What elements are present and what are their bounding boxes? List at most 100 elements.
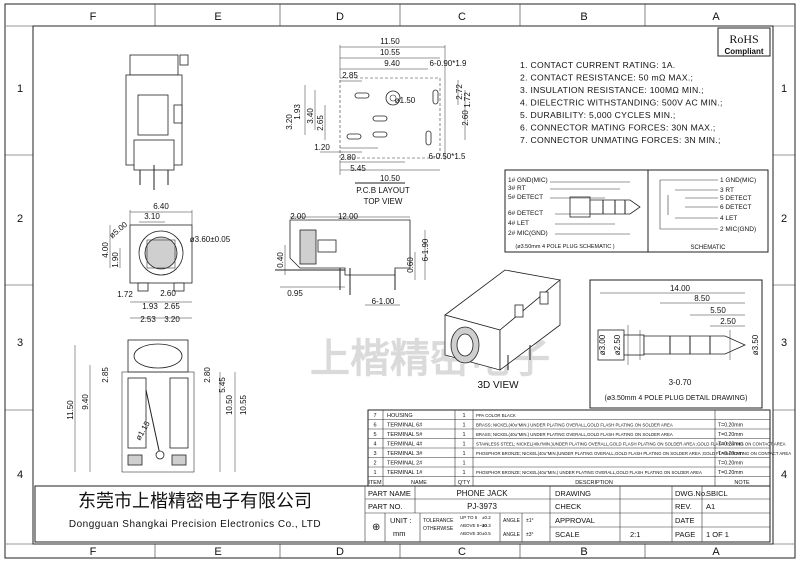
zone-letter: E xyxy=(214,11,221,23)
dimension-label: 2.85 xyxy=(342,71,358,80)
dimension-label: 1.93 xyxy=(293,104,302,120)
zone-number: 4 xyxy=(17,469,23,481)
spec-line: 4. DIELECTRIC WITHSTANDING: 500V AC MIN.… xyxy=(520,98,723,108)
schematic-panel xyxy=(504,169,769,253)
bom-header-name: NAME xyxy=(411,480,427,486)
zone-letter: C xyxy=(458,546,466,558)
zone-number: 2 xyxy=(17,213,23,225)
dimension-label: 1.72 xyxy=(117,290,133,299)
bom-part-name: TERMINAL 1# xyxy=(387,470,423,476)
bom-description: BRASS; NICKEL(40u"MIN.) UNDER PLATING OV… xyxy=(476,432,673,437)
plug-pin-label: 3# RT xyxy=(508,185,526,192)
bom-note: T=0.20mm xyxy=(718,442,743,448)
projection-icon: ⊕ xyxy=(372,522,380,533)
company-name-en: Dongguan Shangkai Precision Electronics … xyxy=(69,519,321,530)
zone-ruler-top xyxy=(6,4,794,27)
part-name-label: PART NAME xyxy=(368,489,411,498)
bom-item-no: 1 xyxy=(373,470,376,476)
dimension-label: 6-1.90 xyxy=(421,238,430,261)
dwg-no-label: DWG.No. xyxy=(675,489,707,498)
pcb-layout-label: P.C.B LAYOUT xyxy=(356,186,410,195)
company-name-cn: 东莞市上楷精密电子有限公司 xyxy=(78,491,312,511)
dwg-no-value: SBICL xyxy=(706,489,728,498)
bom-part-name: TERMINAL 6# xyxy=(387,423,423,429)
dimension-label: ø2.50 xyxy=(613,334,622,355)
bom-qty: 1 xyxy=(462,413,465,419)
rev-value: A1 xyxy=(706,502,715,511)
dimension-label: 10.50 xyxy=(225,394,234,415)
dimension-label: 5.45 xyxy=(350,164,366,173)
dimension-label: 6-0.90*1.9 xyxy=(430,59,467,68)
dimension-label: 2.80 xyxy=(340,153,356,162)
dimension-label: 0.95 xyxy=(287,289,303,298)
dimension-label: ø5.00 xyxy=(108,220,130,240)
dimension-label: ø3.00 xyxy=(598,334,607,355)
tol-val-2: ±0.3 xyxy=(482,523,491,528)
bom-note: T=0.20mm xyxy=(718,470,743,476)
dimension-label: 3.20 xyxy=(164,315,180,324)
angle-val-2: ±3° xyxy=(526,532,534,538)
part-no-label: PART NO. xyxy=(368,502,403,511)
bom-part-name: TERMINAL 5# xyxy=(387,432,423,438)
bom-qty: 1 xyxy=(462,442,465,448)
tol-row-3: ABOVE 30 xyxy=(460,531,482,536)
dimension-label: 10.50 xyxy=(380,174,401,183)
bom-qty: 1 xyxy=(462,423,465,429)
left-side-view xyxy=(125,54,189,190)
dimension-label: 2.65 xyxy=(164,302,180,311)
zone-ruler-bottom xyxy=(6,543,794,558)
jack-pin-label: 6 DETECT xyxy=(720,204,751,211)
3d-view-label: 3D VIEW xyxy=(477,380,519,391)
dimension-label: 0.60 xyxy=(406,257,415,273)
dimension-label: 6-0.50*1.5 xyxy=(429,152,466,161)
plug-pin-label: 5# DETECT xyxy=(508,194,543,201)
otherwise-label: OTHERWISE xyxy=(423,526,454,532)
zone-number: 1 xyxy=(17,83,23,95)
spec-line: 1. CONTACT CURRENT RATING: 1A. xyxy=(520,60,675,70)
page-label: PAGE xyxy=(675,530,695,539)
part-name-value: PHONE JACK xyxy=(456,489,508,498)
bom-header-note: NOTE xyxy=(734,480,750,486)
bom-part-name: HOUSING xyxy=(387,413,413,419)
dimension-label: 10.55 xyxy=(380,48,401,57)
zone-number: 3 xyxy=(781,337,787,349)
dimension-label: 9.40 xyxy=(81,394,90,410)
plug-pin-label: 6# DETECT xyxy=(508,210,543,217)
plug-pin-label: 1# GND(MIC) xyxy=(508,177,548,184)
approval-label: APPROVAL xyxy=(555,516,595,525)
dimension-label: 4.00 xyxy=(101,242,110,258)
dimension-label: 2.80 xyxy=(203,367,212,383)
bom-header-desc: DESCRIPTION xyxy=(575,480,613,486)
3d-view xyxy=(444,269,561,371)
angle-label-2: ANGLE xyxy=(503,532,521,538)
jack-pin-label: 2 MIC(GND) xyxy=(720,226,756,233)
dimension-label: ø3.60±0.05 xyxy=(190,235,231,244)
bottom-view xyxy=(74,339,236,473)
dimension-label: ø3.50 xyxy=(751,334,760,355)
bom-header-qty: Q'TY xyxy=(458,480,471,486)
bom-item-no: 3 xyxy=(373,451,376,457)
dimension-label: 2.60 xyxy=(160,289,176,298)
jack-pin-label: 4 LET xyxy=(720,215,737,222)
zone-ruler-sides xyxy=(5,154,795,411)
plug-pin-label: 2# MIC(GND) xyxy=(508,230,548,237)
zone-letter: E xyxy=(214,546,221,558)
bom-description: BRASS; NICKEL(40u"MIN.) UNDER PLATING OV… xyxy=(476,423,673,428)
bom-description: STAINLESS STEEL; NICKEL(40u"MIN.)UNDER P… xyxy=(476,442,786,447)
dimension-label: 2.65 xyxy=(316,115,325,131)
dimension-label: 1.72 xyxy=(463,92,472,108)
dimension-label: 3.10 xyxy=(144,212,160,221)
dimension-label: 2.50 xyxy=(720,317,736,326)
bom-item-no: 7 xyxy=(373,413,376,419)
dimension-label: 2.53 xyxy=(140,315,156,324)
zone-letter: A xyxy=(712,546,720,558)
bom-description: PHOSPHOR BRONZE; NICKEL(40u"MIN.) UNDER … xyxy=(476,470,702,475)
scale-label: SCALE xyxy=(555,530,580,539)
tol-val-1: ±0.2 xyxy=(482,515,491,520)
dimension-label: 2.85 xyxy=(101,367,110,383)
unit-label: UNIT : xyxy=(390,516,412,525)
